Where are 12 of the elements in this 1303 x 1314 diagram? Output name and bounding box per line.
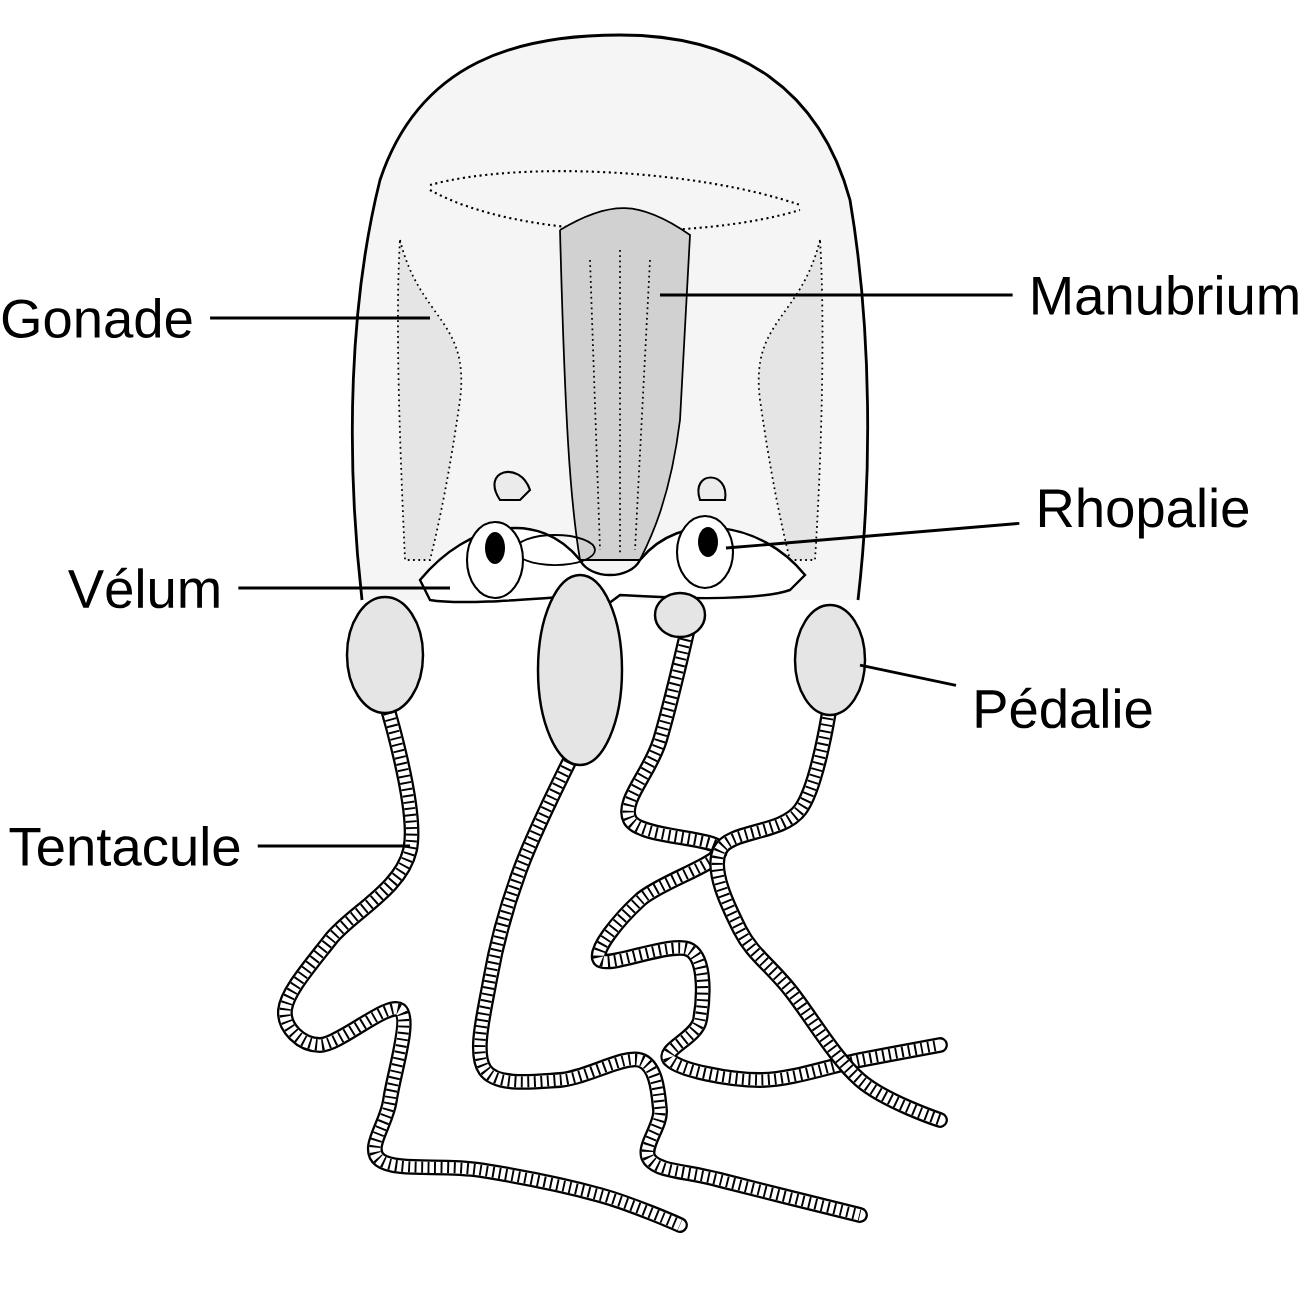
leader-line (238, 586, 450, 590)
leader-line (210, 316, 430, 320)
leader-line (859, 663, 957, 687)
part-label: Pédalie (976, 687, 1152, 729)
part-label: Tentacule (9, 826, 240, 866)
part-label: Rhopalie (1040, 487, 1249, 539)
part-label: Gonade (2, 298, 192, 338)
leader-line (257, 844, 410, 848)
leader-line (660, 293, 1013, 297)
part-label: Vélum (68, 567, 219, 609)
part-label: Manubrium (1033, 275, 1298, 315)
leader-line (725, 521, 1020, 550)
